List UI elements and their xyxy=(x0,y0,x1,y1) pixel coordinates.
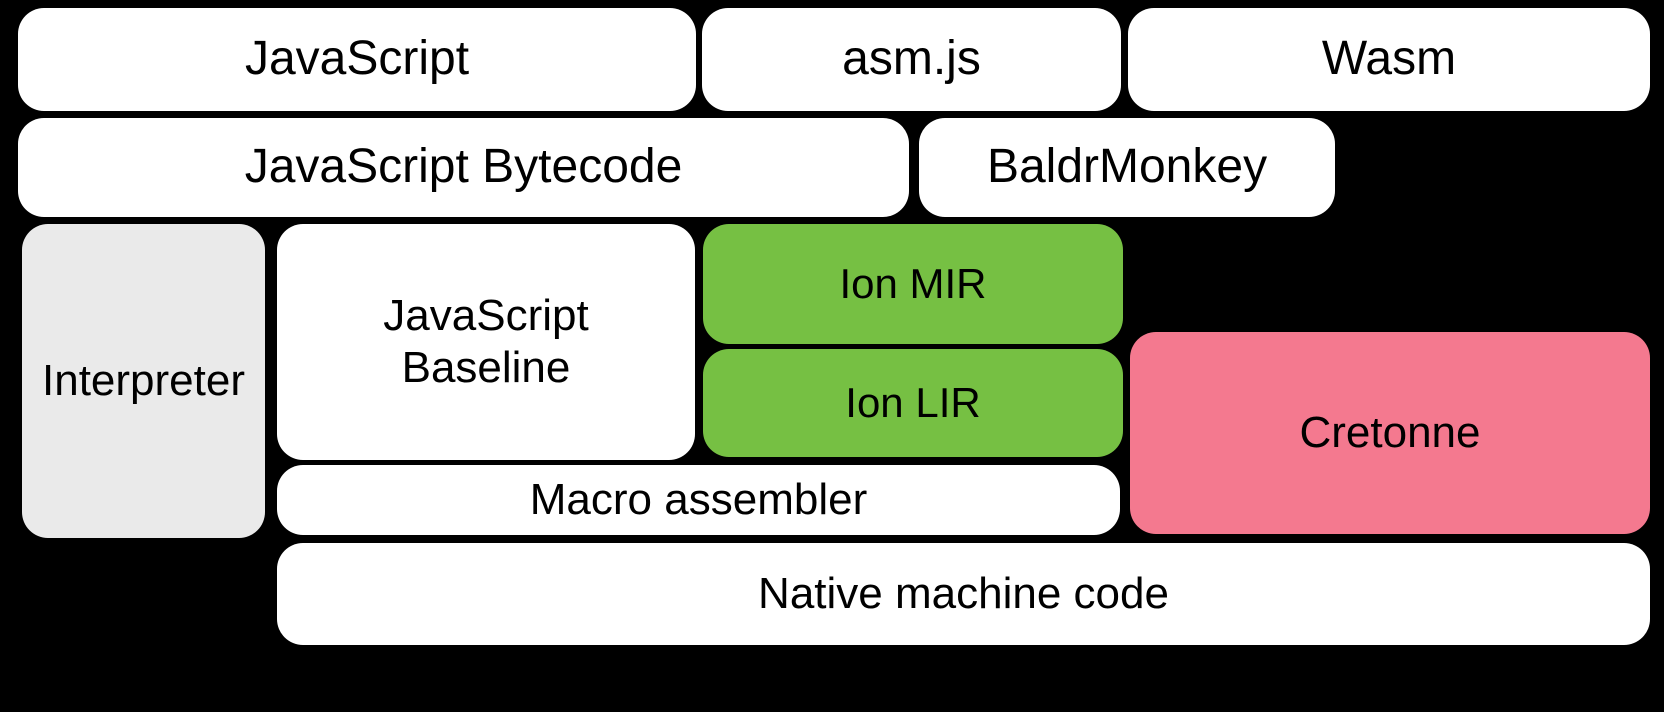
node-javascript-baseline: JavaScript Baseline xyxy=(277,224,695,460)
node-wasm: Wasm xyxy=(1128,8,1650,111)
node-label-ion-lir: Ion LIR xyxy=(845,379,981,427)
node-label-ion-mir: Ion MIR xyxy=(839,260,987,308)
node-native-machine-code: Native machine code xyxy=(277,543,1650,645)
node-label-baldrmonkey: BaldrMonkey xyxy=(986,140,1268,194)
node-label-wasm: Wasm xyxy=(1321,32,1457,86)
node-label-native-machine-code: Native machine code xyxy=(758,569,1169,619)
node-asm-js: asm.js xyxy=(702,8,1121,111)
node-label-javascript-baseline: JavaScript Baseline xyxy=(383,291,589,392)
node-javascript: JavaScript xyxy=(18,8,696,111)
node-label-macro-assembler: Macro assembler xyxy=(529,475,868,525)
node-label-interpreter: Interpreter xyxy=(42,356,245,406)
node-interpreter: Interpreter xyxy=(22,224,265,538)
node-label-javascript: JavaScript xyxy=(244,32,470,86)
node-cretonne: Cretonne xyxy=(1130,332,1650,534)
node-ion-mir: Ion MIR xyxy=(703,224,1123,344)
node-baldrmonkey: BaldrMonkey xyxy=(919,118,1335,217)
node-macro-assembler: Macro assembler xyxy=(277,465,1120,535)
node-ion-lir: Ion LIR xyxy=(703,349,1123,457)
node-label-asm-js: asm.js xyxy=(842,32,981,86)
node-label-javascript-bytecode: JavaScript Bytecode xyxy=(244,140,683,194)
node-javascript-bytecode: JavaScript Bytecode xyxy=(18,118,909,217)
node-label-cretonne: Cretonne xyxy=(1299,408,1481,458)
